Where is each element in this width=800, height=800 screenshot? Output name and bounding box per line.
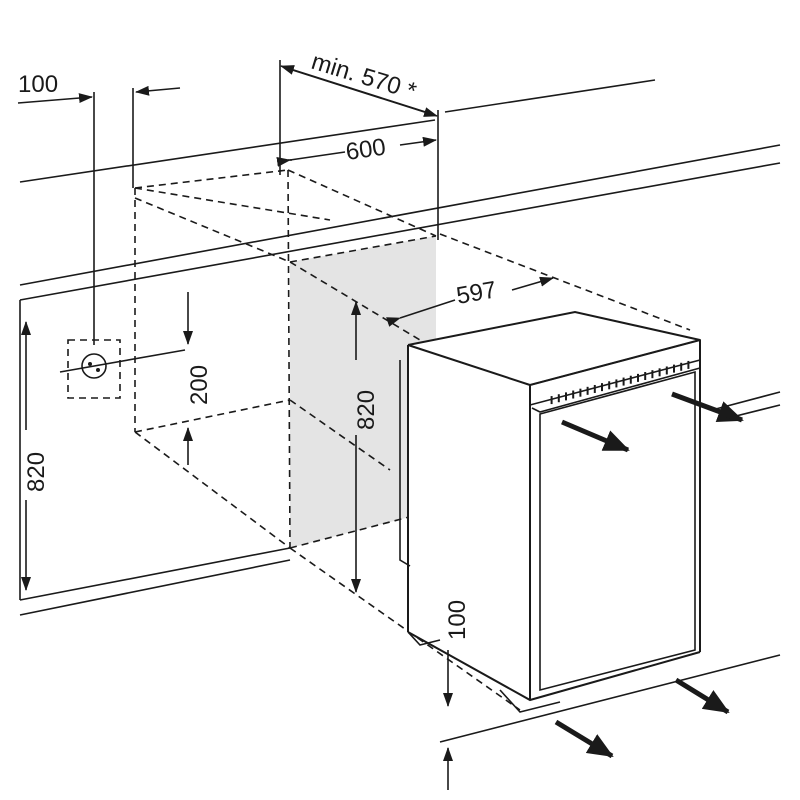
label-niche-height-820: 820 — [23, 452, 50, 492]
ventilation-grille — [529, 338, 701, 413]
label-600: 600 — [344, 134, 387, 166]
dimension-597 — [386, 276, 554, 327]
label-plinth-height-100: 100 — [444, 600, 471, 640]
cabinet-edges — [19, 300, 291, 616]
label-appliance-height-820: 820 — [353, 390, 380, 430]
floor-line — [439, 391, 781, 743]
label-597: 597 — [454, 276, 498, 310]
label-socket-offset-100: 100 — [18, 71, 58, 98]
dimension-socket-offset-100 — [17, 85, 181, 345]
label-min-570: min. 570 * — [308, 48, 419, 105]
dimension-600 — [276, 136, 437, 167]
label-socket-height-200: 200 — [186, 365, 213, 405]
worktop — [19, 79, 781, 301]
appliance-door — [539, 370, 696, 692]
dimension-min-570 — [279, 60, 439, 240]
airflow-arrow-icon — [554, 391, 744, 759]
power-socket-icon — [59, 339, 186, 399]
